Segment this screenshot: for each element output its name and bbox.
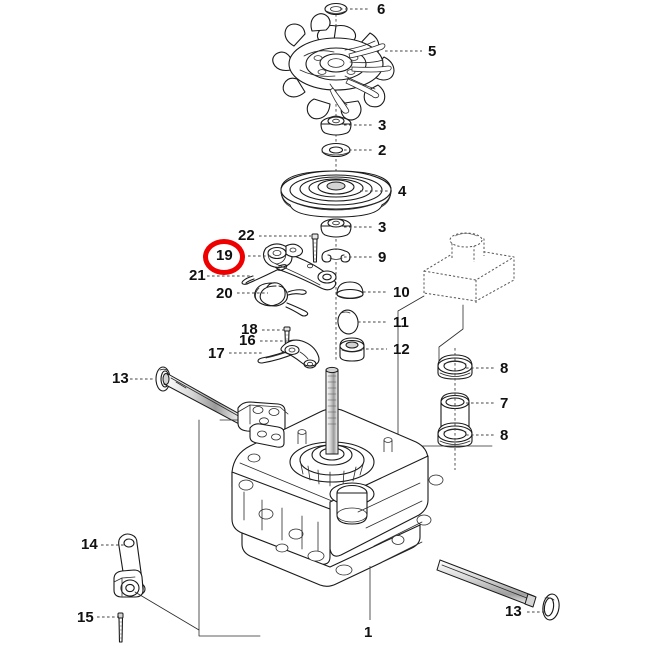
callout-label-3-upper: 3 (378, 117, 387, 134)
callout-label-5: 5 (428, 43, 437, 60)
callout-label-9: 9 (378, 249, 387, 266)
part-14-control-arm (113, 533, 146, 598)
callout-label-14: 14 (81, 536, 98, 553)
part-20-torsion-spring (254, 282, 309, 317)
callout-label-17: 17 (208, 345, 225, 362)
part-9-retaining-clip (321, 248, 351, 263)
callout-label-13-left: 13 (112, 370, 129, 387)
part-10-cap-plug (336, 281, 364, 300)
callout-label-8-upper: 8 (500, 360, 509, 377)
callout-label-11: 11 (393, 314, 409, 331)
callout-label-13-right: 13 (505, 603, 522, 620)
part-11-oval-plug (337, 309, 359, 335)
callout-label-21: 21 (189, 267, 206, 284)
part-1-transmission-housing (231, 366, 444, 587)
shift-bracket-assembly (280, 339, 320, 369)
part-15-bolt-long (117, 612, 124, 643)
part-8-bearing-upper (437, 354, 473, 380)
tank-connector-line (438, 304, 464, 362)
construction-frame-lines (134, 295, 493, 637)
part-3-washer-lower (320, 218, 352, 238)
callout-label-22: 22 (238, 227, 255, 244)
callout-label-7: 7 (500, 395, 509, 412)
part-13-axle-seal-right (542, 593, 560, 621)
part-5-cooling-fan (272, 13, 395, 121)
part-3-washer-upper (320, 115, 352, 136)
callout-label-6: 6 (377, 1, 386, 18)
callout-label-12: 12 (393, 341, 410, 358)
part-6-retaining-ring (324, 2, 348, 16)
callout-label-20: 20 (216, 285, 233, 302)
leader-lines (97, 8, 546, 620)
callout-label-2: 2 (378, 142, 387, 159)
callout-label-18: 18 (241, 321, 258, 338)
callout-label-3-lower: 3 (378, 219, 387, 236)
callout-label-16: 16 (239, 332, 256, 349)
part-21-cotter-pin (241, 264, 288, 285)
left-axle-shaft (162, 373, 244, 425)
highlight-ring-19 (203, 239, 245, 275)
callout-label-1: 1 (364, 624, 373, 641)
part-22-bolt (311, 233, 319, 263)
callout-label-8-lower: 8 (500, 427, 509, 444)
callout-label-15: 15 (77, 609, 94, 626)
part-19-control-bracket (262, 243, 337, 291)
right-axle-shaft (436, 559, 537, 608)
callout-label-19: 19 (216, 247, 233, 264)
part-12-flanged-bushing (339, 337, 365, 362)
expansion-tank (423, 232, 515, 303)
callout-label-4: 4 (398, 183, 407, 200)
part-4-drive-pulley (280, 170, 392, 218)
callout-label-10: 10 (393, 284, 410, 301)
